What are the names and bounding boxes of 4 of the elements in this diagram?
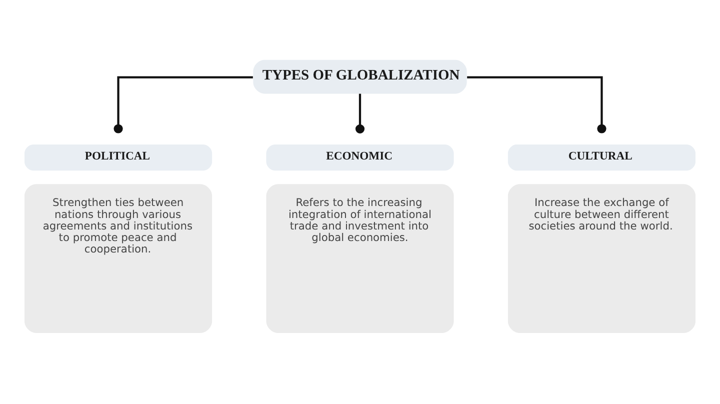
- connector: [355, 94, 365, 134]
- connector: [114, 76, 253, 134]
- node-box: TYPES OF GLOBALIZATION: [253, 60, 467, 94]
- connector: [467, 76, 606, 134]
